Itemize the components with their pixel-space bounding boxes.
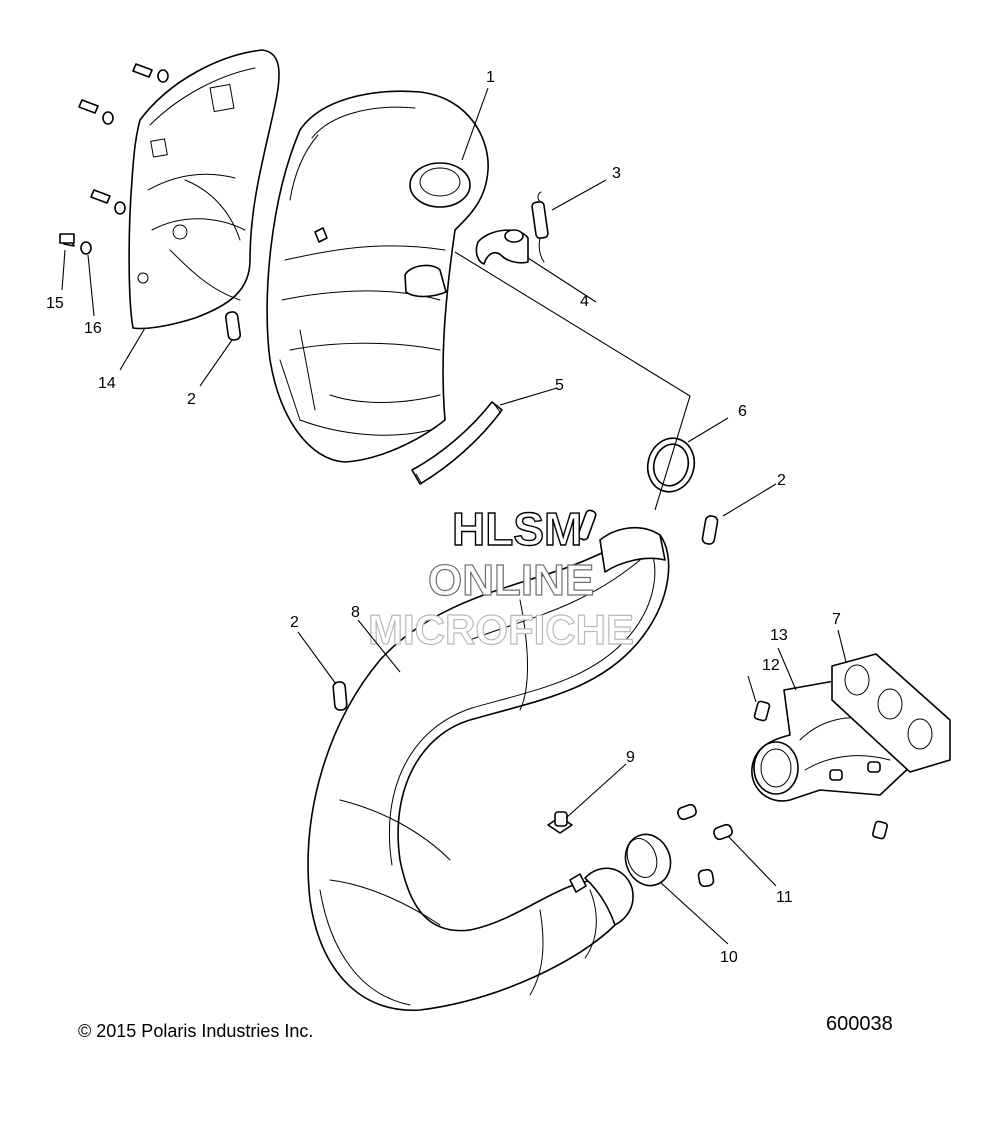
callout-16: 16 [84,320,102,337]
callout-13: 13 [770,627,788,644]
callout-7: 7 [832,611,841,628]
callout-1: 1 [486,69,495,86]
callout-9: 9 [626,749,635,766]
callout-2c: 2 [290,614,299,631]
watermark-line2: ONLINE [428,556,594,605]
spring-3 [531,191,549,263]
seal-ring-6 [646,437,696,493]
callout-15: 15 [46,295,64,312]
exhaust-pipe [307,526,670,1011]
seal-10 [624,833,672,887]
callout-12: 12 [762,657,780,674]
heat-shield [128,49,280,330]
callout-2b: 2 [777,472,786,489]
leader-lines [61,87,847,945]
callout-11: 11 [776,889,793,906]
springs-11 [677,803,733,888]
figure-id: 600038 [826,1013,893,1035]
watermark: HLSM ONLINE MICROFICHE [367,502,634,653]
mount-strap-5 [411,401,503,485]
manifold-gasket-7 [831,653,951,773]
callout-4: 4 [580,293,589,310]
watermark-line1: HLSM [452,503,582,555]
callout-5: 5 [555,377,564,394]
muffler [266,90,489,463]
callout-8: 8 [351,604,360,621]
callout-10: 10 [720,949,738,966]
callout-3: 3 [612,165,621,182]
callouts: 1 3 4 5 6 2 2 2 14 15 16 8 9 10 11 12 13… [46,69,841,966]
callout-6: 6 [738,403,747,420]
manifold-bolts-12 [753,700,888,840]
springs-2 [224,311,719,711]
heat-shield-bolts [59,63,169,255]
watermark-line3: MICROFICHE [368,606,634,653]
rubber-mount-4 [475,229,529,265]
grommet-9 [547,811,573,834]
copyright-text: © 2015 Polaris Industries Inc. [78,1021,314,1041]
callout-2a: 2 [187,391,196,408]
callout-14: 14 [98,375,116,392]
